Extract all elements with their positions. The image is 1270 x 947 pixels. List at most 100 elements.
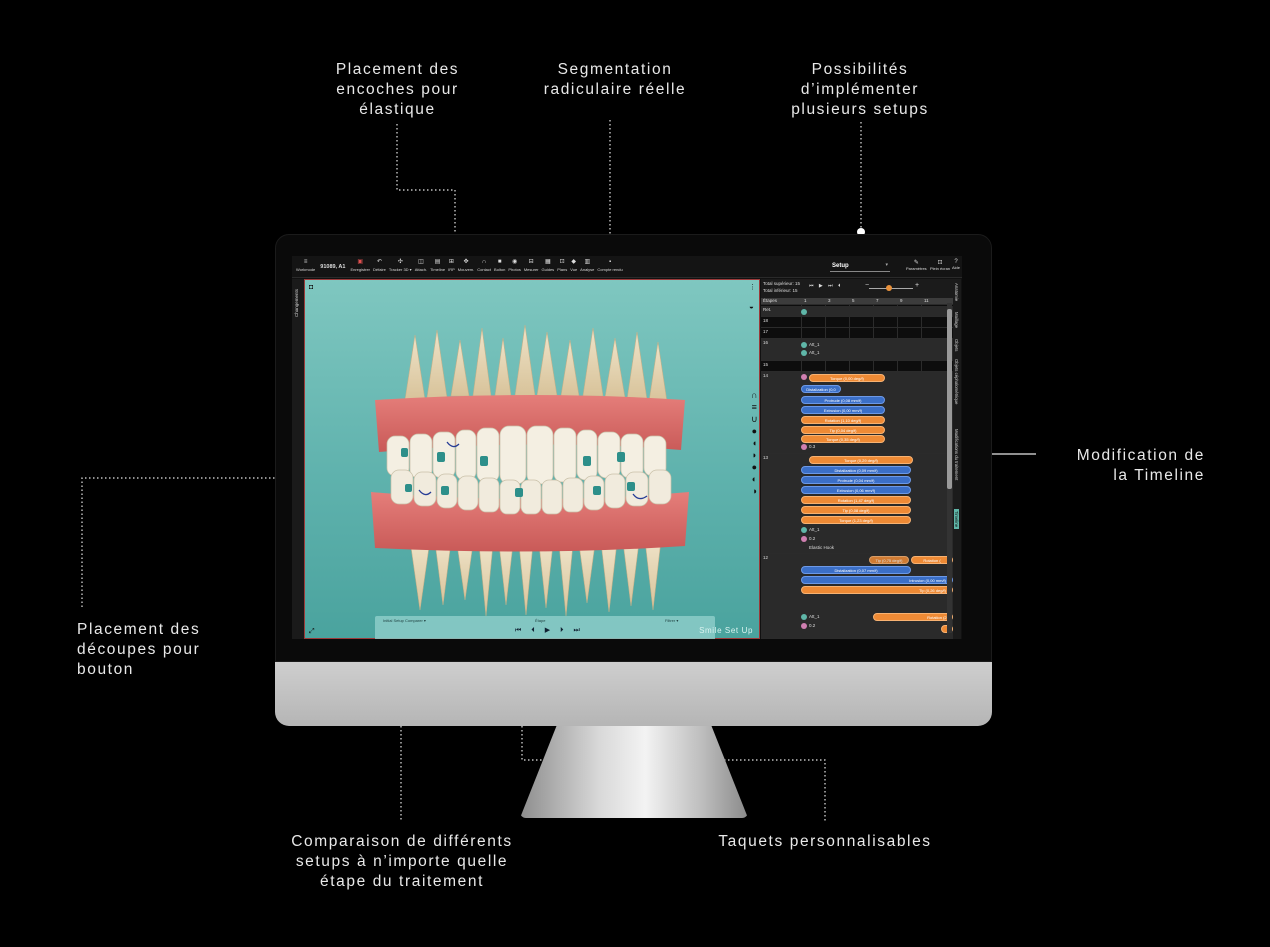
step-num: 11	[924, 298, 929, 303]
head-front-icon[interactable]: ●	[751, 426, 758, 436]
movement-bar[interactable]: Rotation (2,0	[873, 613, 953, 621]
movement-bar[interactable]: Torque (1,23 deg/f)	[801, 516, 911, 524]
movement-bar[interactable]: Rotation (	[911, 556, 953, 564]
tooth-marker[interactable]	[801, 444, 807, 450]
contact-icon: ∩	[481, 259, 487, 265]
playback-controls[interactable]: ⏮ ⏴ ▶ ⏵ ⏭	[515, 627, 584, 634]
tooth-row[interactable]: Ret.	[761, 306, 953, 317]
tooth-marker[interactable]	[801, 614, 807, 620]
tooth-num: 17	[763, 329, 769, 334]
zoom-in-button[interactable]: +	[915, 282, 920, 289]
movement-bar[interactable]: Extrusion (0,00 mm/f)	[801, 406, 885, 414]
tab-maillage[interactable]: Maillage	[954, 312, 959, 329]
tooth-row[interactable]: 17	[761, 328, 953, 339]
more-icon[interactable]: ⋮	[749, 284, 756, 291]
both-jaws-icon[interactable]: ≡	[751, 402, 757, 412]
tooth-row[interactable]: 18	[761, 317, 953, 328]
toolbar-item-settings[interactable]: ✎ Paramètres	[906, 256, 927, 271]
tab-objets[interactable]: Objets	[954, 339, 959, 352]
movement-bar[interactable]: Extrusion (0,06 mm/f)	[801, 486, 911, 494]
camera-icon[interactable]: ◘	[309, 284, 314, 291]
scrollbar-thumb[interactable]	[947, 309, 952, 489]
timeline-zoom-knob[interactable]	[886, 285, 892, 291]
toolbar-item-tracker[interactable]: ✣ Tracker 3D ▾	[389, 256, 412, 272]
upper-jaw-icon[interactable]: ∩	[751, 390, 758, 400]
toolbar-item-undo[interactable]: ↶ Défaire	[373, 256, 386, 272]
ipr-icon: ⊞	[448, 259, 454, 265]
case-id: 91089, A1	[320, 264, 346, 270]
report-icon: ▪	[609, 259, 612, 265]
timeline-scrollbar[interactable]	[947, 303, 952, 633]
zoom-out-button[interactable]: −	[865, 282, 870, 289]
toolbar-item-ipr[interactable]: ⊞ IRP	[448, 256, 455, 272]
tooth-marker[interactable]	[801, 350, 807, 356]
movement-bar[interactable]: Protrude (0,08 mm/f)	[801, 396, 885, 404]
tracker-icon: ✣	[397, 259, 403, 265]
toolbar-item-report[interactable]: ▪ Compte rendu	[597, 256, 622, 272]
tab-modifications[interactable]: Modifications du traitement	[954, 429, 959, 481]
head-left-icon[interactable]: ◖	[751, 438, 758, 448]
expand-icon[interactable]: ⤢	[309, 628, 315, 635]
toolbar-label: Plans	[557, 267, 568, 272]
tab-objets-cephalometrique[interactable]: Objets céphalométrique	[954, 359, 959, 405]
tooth-marker[interactable]	[801, 309, 807, 315]
setup-compare-labels[interactable]: Initial Setup Comparer ▾	[383, 618, 426, 623]
timeline-grid[interactable]: Étapes 1 3 5 7 9 11 Ret. 18 17 16 15 14 …	[761, 298, 953, 639]
save-icon: ▣	[357, 259, 364, 265]
head-right-icon[interactable]: ◗	[751, 450, 758, 460]
toolbar-item-photos[interactable]: ◉ Photos	[508, 256, 520, 272]
head-top-icon[interactable]: ●	[751, 462, 758, 472]
movement-bar[interactable]: Rotation (1,47 deg/f)	[801, 496, 911, 504]
timeline-controls[interactable]: ⏮ ▶ ⏭ ⏴	[809, 283, 843, 289]
tab-anatomie[interactable]: Anatomie	[954, 283, 959, 302]
head-bottom-icon[interactable]: ◑	[751, 486, 758, 496]
toolbar-item-attach[interactable]: ◫ Attach.	[415, 256, 427, 272]
movement-bar[interactable]: Distalization (0,07 mm/f)	[801, 566, 911, 574]
tooth-marker[interactable]	[801, 527, 807, 533]
movement-bar[interactable]: Tip (0,26 deg/f)	[801, 586, 953, 594]
movement-bar[interactable]: Torque (0,00 deg/f)	[809, 374, 885, 382]
toolbar-item-view[interactable]: ◆ Vue	[570, 256, 577, 272]
changes-strip[interactable]: Changements	[292, 279, 304, 639]
toolbar-item-movements[interactable]: ✥ Mouvem.	[458, 256, 474, 272]
guides-icon: ▦	[545, 259, 551, 265]
movement-bar[interactable]: Intrusion (0,00 mm/f)	[801, 576, 953, 584]
tooth-marker[interactable]	[801, 623, 807, 629]
lower-jaw-icon[interactable]: ∪	[751, 414, 758, 424]
toolbar-item-bolton[interactable]: ■ Bolton	[494, 256, 505, 272]
lower-teeth	[390, 469, 672, 515]
movement-bar[interactable]: Protrude (0,04 mm/f)	[801, 476, 911, 484]
toolbar-item-fullscreen[interactable]: ⊡ Plein écran	[930, 256, 950, 271]
tab-timeline[interactable]: Timeline	[954, 509, 959, 530]
movement-bar[interactable]: Tip (0,08 deg/f)	[801, 506, 911, 514]
head-back-icon[interactable]: ◐	[751, 474, 758, 484]
tooth-row[interactable]: 15	[761, 361, 953, 372]
movement-bar[interactable]: Distalization (0,0	[801, 385, 841, 393]
movement-bar[interactable]: Torque (0,29 deg/f)	[809, 456, 913, 464]
tooth-row[interactable]: 16	[761, 339, 953, 361]
occlusion-icon[interactable]: ◒	[749, 302, 754, 311]
3d-viewport[interactable]: ◘ ⋮ ⤢	[304, 279, 760, 639]
changes-strip-label: Changements	[294, 289, 299, 318]
tooth-marker[interactable]	[801, 374, 807, 380]
movement-bar[interactable]: Rotation (1,10 deg/f)	[801, 416, 885, 424]
toolbar-item-analyse[interactable]: ▥ Analyse	[580, 256, 594, 272]
settings-icon: ✎	[913, 260, 919, 266]
toolbar-item-timeline[interactable]: ▤ Timeline	[430, 256, 445, 272]
movement-bar[interactable]: Tip (0,04 deg/f)	[801, 426, 885, 434]
toolbar-item-measure[interactable]: ⊟ Mesurer	[524, 256, 539, 272]
toolbar-label: Vue	[570, 267, 578, 272]
toolbar-item-workmode[interactable]: ≡ Workmode	[296, 256, 315, 272]
toolbar-item-save[interactable]: ▣ Enregistrer	[350, 256, 370, 272]
tooth-marker[interactable]	[801, 536, 807, 542]
setup-select[interactable]: Setup ▾	[830, 261, 890, 272]
toolbar-item-guides[interactable]: ▦ Guides	[542, 256, 555, 272]
toolbar-item-help[interactable]: ? Aide	[952, 256, 960, 270]
movement-bar[interactable]: Tip (0,75 deg/f)	[869, 556, 909, 564]
movement-bar[interactable]: Torque (0,35 deg/f)	[801, 435, 885, 443]
toolbar-item-contact[interactable]: ∩ Contact	[477, 256, 491, 272]
movement-bar[interactable]: Distalization (0,09 mm/f)	[801, 466, 911, 474]
tooth-marker[interactable]	[801, 342, 807, 348]
toolbar-item-plans[interactable]: ⊡ Plans	[557, 256, 567, 272]
filter-dropdown[interactable]: Filtrer ▾	[665, 618, 679, 623]
